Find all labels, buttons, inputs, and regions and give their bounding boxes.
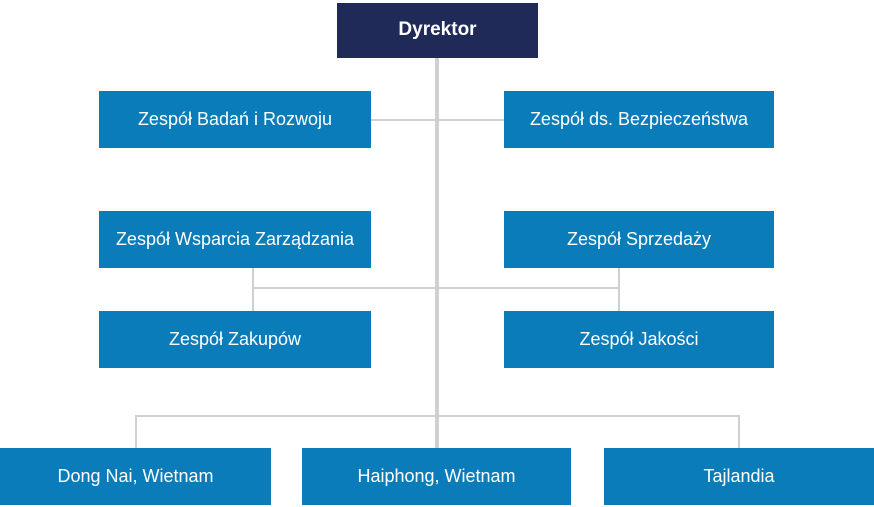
node-label: Dyrektor (398, 19, 477, 41)
node-haiphong-wietnam: Haiphong, Wietnam (302, 448, 571, 505)
node-zespol-wsparcia-zarzadzania: Zespół Wsparcia Zarządzania (99, 211, 371, 268)
node-label: Zespół ds. Bezpieczeństwa (529, 108, 749, 129)
node-label: Zespół Jakości (579, 328, 699, 349)
node-zespol-badan-i-rozwoju: Zespół Badań i Rozwoju (99, 91, 371, 148)
connector-level3-4-left-vertical (252, 268, 254, 311)
node-label: Zespół Zakupów (168, 328, 302, 349)
connector-locations-right-vertical (738, 415, 740, 448)
node-label: Haiphong, Wietnam (357, 465, 516, 486)
node-label: Dong Nai, Wietnam (57, 465, 214, 486)
connector-locations-horizontal (135, 415, 740, 417)
node-label: Zespół Badań i Rozwoju (137, 108, 333, 129)
node-label: Tajlandia (703, 465, 775, 486)
connector-level3-4-horizontal (252, 287, 620, 289)
node-dong-nai-wietnam: Dong Nai, Wietnam (0, 448, 271, 505)
node-zespol-ds-bezpieczenstwa: Zespół ds. Bezpieczeństwa (504, 91, 774, 148)
node-zespol-zakupow: Zespół Zakupów (99, 311, 371, 368)
node-label: Zespół Wsparcia Zarządzania (115, 228, 355, 249)
node-tajlandia: Tajlandia (604, 448, 874, 505)
node-label: Zespół Sprzedaży (566, 228, 712, 249)
connector-locations-left-vertical (135, 415, 137, 448)
connector-level2-horizontal (371, 119, 504, 121)
node-zespol-jakosci: Zespół Jakości (504, 311, 774, 368)
node-zespol-sprzedazy: Zespół Sprzedaży (504, 211, 774, 268)
node-dyrektor: Dyrektor (337, 3, 538, 58)
connector-level3-4-right-vertical (618, 268, 620, 311)
connector-center-vertical (435, 57, 439, 448)
